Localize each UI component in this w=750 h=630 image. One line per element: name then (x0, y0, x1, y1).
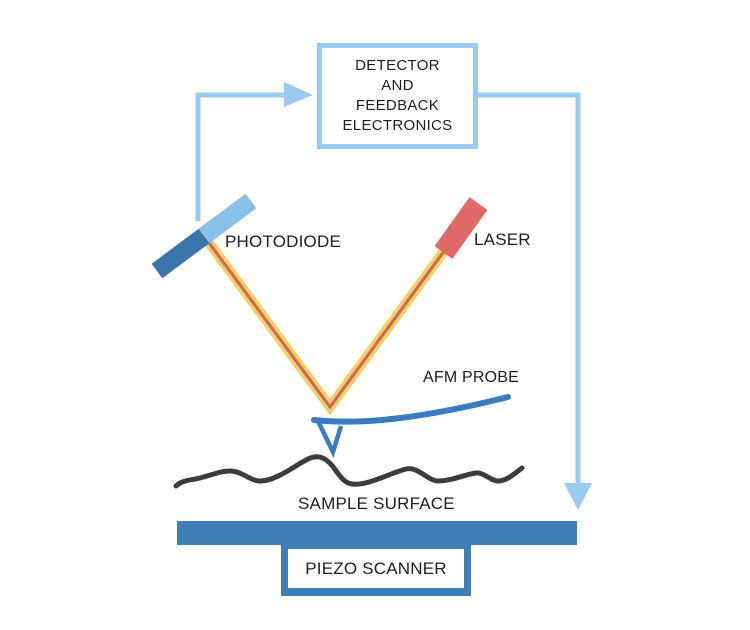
laser-label: LASER (474, 230, 531, 249)
afm-tip (315, 420, 344, 459)
detector-box-line: ELECTRONICS (342, 117, 453, 134)
sample-surface-label: SAMPLE SURFACE (298, 494, 455, 513)
piezo-scanner-bar (177, 521, 577, 545)
arrow-right-icon (284, 82, 313, 107)
feedback-line-detector-to-piezo (477, 92, 581, 485)
detector-box-line: FEEDBACK (355, 97, 440, 114)
photodiode-label: PHOTODIODE (225, 232, 341, 251)
afm-cantilever (311, 394, 511, 425)
sample-surface-line (173, 454, 525, 489)
afm-probe-label: AFM PROBE (423, 369, 520, 386)
laser-body (434, 197, 488, 259)
piezo-scanner-label: PIEZO SCANNER (288, 549, 464, 588)
detector-feedback-box: DETECTOR AND FEEDBACK ELECTRONICS (317, 43, 478, 149)
photodiode-bar-dark (151, 228, 210, 279)
detector-box-line: DETECTOR (355, 57, 440, 74)
piezo-scanner-box: PIEZO SCANNER (281, 545, 471, 596)
arrow-down-icon (564, 483, 592, 510)
photodiode-bar-light (198, 193, 257, 244)
feedback-line-photodiode-to-detector (195, 92, 286, 221)
detector-box-line: AND (381, 77, 414, 94)
laser-beam-core (202, 227, 463, 410)
